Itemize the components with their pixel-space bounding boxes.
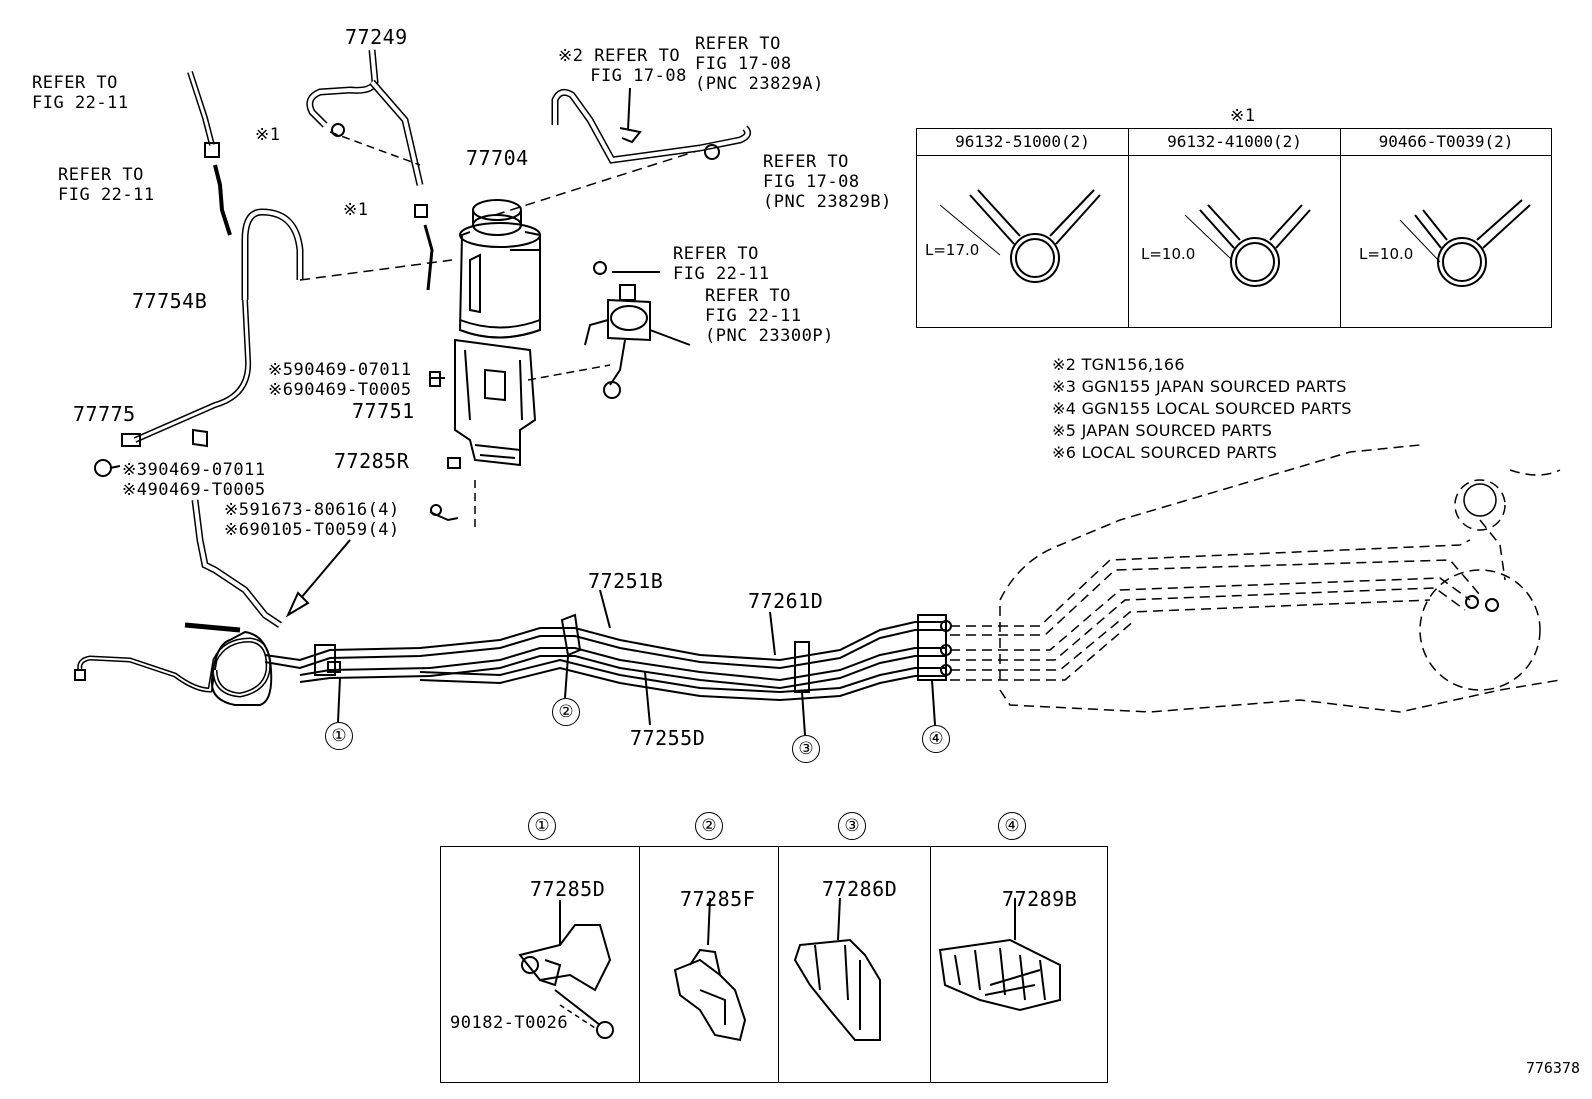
detail-table	[440, 846, 1108, 1083]
detail-part-77289b[interactable]: 77289B	[1002, 887, 1078, 911]
note-line-3: ※3 GGN155 JAPAN SOURCED PARTS	[1052, 377, 1347, 396]
refer-fig17-c[interactable]: REFER TO FIG 17-08 (PNC 23829B)	[763, 152, 892, 212]
part-label-77251b[interactable]: 77251B	[588, 569, 664, 593]
clip-length-2: L=10.0	[1141, 245, 1196, 263]
detail-header-3: ③	[838, 812, 866, 840]
note-marker-1a: ※1	[255, 125, 281, 145]
bolt-label-b[interactable]: ※390469-07011 ※490469-T0005	[122, 460, 266, 500]
clip-col-1: 96132-51000(2) L=17.0	[917, 129, 1128, 327]
clip-part-1[interactable]: 96132-51000(2)	[917, 129, 1128, 156]
clip-length-1: L=17.0	[925, 241, 980, 259]
note-marker-1b: ※1	[343, 200, 369, 220]
part-label-77754b[interactable]: 77754B	[132, 289, 208, 313]
detail-part-77286d[interactable]: 77286D	[822, 877, 898, 901]
refer-fig22-mid[interactable]: REFER TO FIG 22-11	[58, 165, 155, 205]
figure-number: 776378	[1525, 1059, 1580, 1077]
detail-col-4	[930, 847, 1107, 1082]
part-label-77249[interactable]: 77249	[345, 25, 408, 49]
note-line-4: ※4 GGN155 LOCAL SOURCED PARTS	[1052, 399, 1352, 418]
clip-part-2[interactable]: 96132-41000(2)	[1129, 129, 1340, 156]
detail-header-2: ②	[695, 812, 723, 840]
part-label-77261d[interactable]: 77261D	[748, 589, 824, 613]
detail-header-4: ④	[998, 812, 1026, 840]
part-label-77751[interactable]: 77751	[352, 399, 415, 423]
clip-table: 96132-51000(2) L=17.0 96132-41000(2) L=1…	[916, 128, 1552, 328]
detail-col-3	[777, 847, 931, 1082]
note-line-6: ※6 LOCAL SOURCED PARTS	[1052, 443, 1278, 462]
clip-col-3: 90466-T0039(2) L=10.0	[1340, 129, 1551, 327]
refer-fig22-right1[interactable]: REFER TO FIG 22-11	[673, 244, 770, 284]
callout-1[interactable]: ①	[325, 722, 353, 750]
clip-col-2: 96132-41000(2) L=10.0	[1128, 129, 1340, 327]
clip-part-3[interactable]: 90466-T0039(2)	[1341, 129, 1551, 156]
refer-fig22-right2[interactable]: REFER TO FIG 22-11 (PNC 23300P)	[705, 286, 834, 346]
detail-col-2	[638, 847, 778, 1082]
bolt-label-c[interactable]: ※591673-80616(4) ※690105-T0059(4)	[224, 500, 400, 540]
refer-fig17-b[interactable]: REFER TO FIG 17-08 (PNC 23829A)	[695, 34, 824, 94]
clip-length-3: L=10.0	[1359, 245, 1414, 263]
callout-3[interactable]: ③	[792, 735, 820, 763]
callout-2[interactable]: ②	[552, 698, 580, 726]
part-label-77285r[interactable]: 77285R	[334, 449, 410, 473]
note-line-2: ※2 TGN156,166	[1052, 355, 1185, 374]
detail-part-77285d[interactable]: 77285D	[530, 877, 606, 901]
refer-fig22-top[interactable]: REFER TO FIG 22-11	[32, 73, 129, 113]
part-label-77255d[interactable]: 77255D	[630, 726, 706, 750]
note-line-5: ※5 JAPAN SOURCED PARTS	[1052, 421, 1273, 440]
detail-part-77285f[interactable]: 77285F	[680, 887, 756, 911]
detail-part-90182[interactable]: 90182-T0026	[450, 1013, 569, 1033]
part-label-77704[interactable]: 77704	[466, 146, 529, 170]
part-label-77775[interactable]: 77775	[73, 402, 136, 426]
refer-fig17-a[interactable]: ※2 REFER TO FIG 17-08	[558, 46, 687, 86]
callout-4[interactable]: ④	[922, 725, 950, 753]
bolt-label-a[interactable]: ※590469-07011 ※690469-T0005	[268, 360, 412, 400]
detail-header-1: ①	[528, 812, 556, 840]
clip-table-marker: ※1	[1230, 106, 1256, 126]
